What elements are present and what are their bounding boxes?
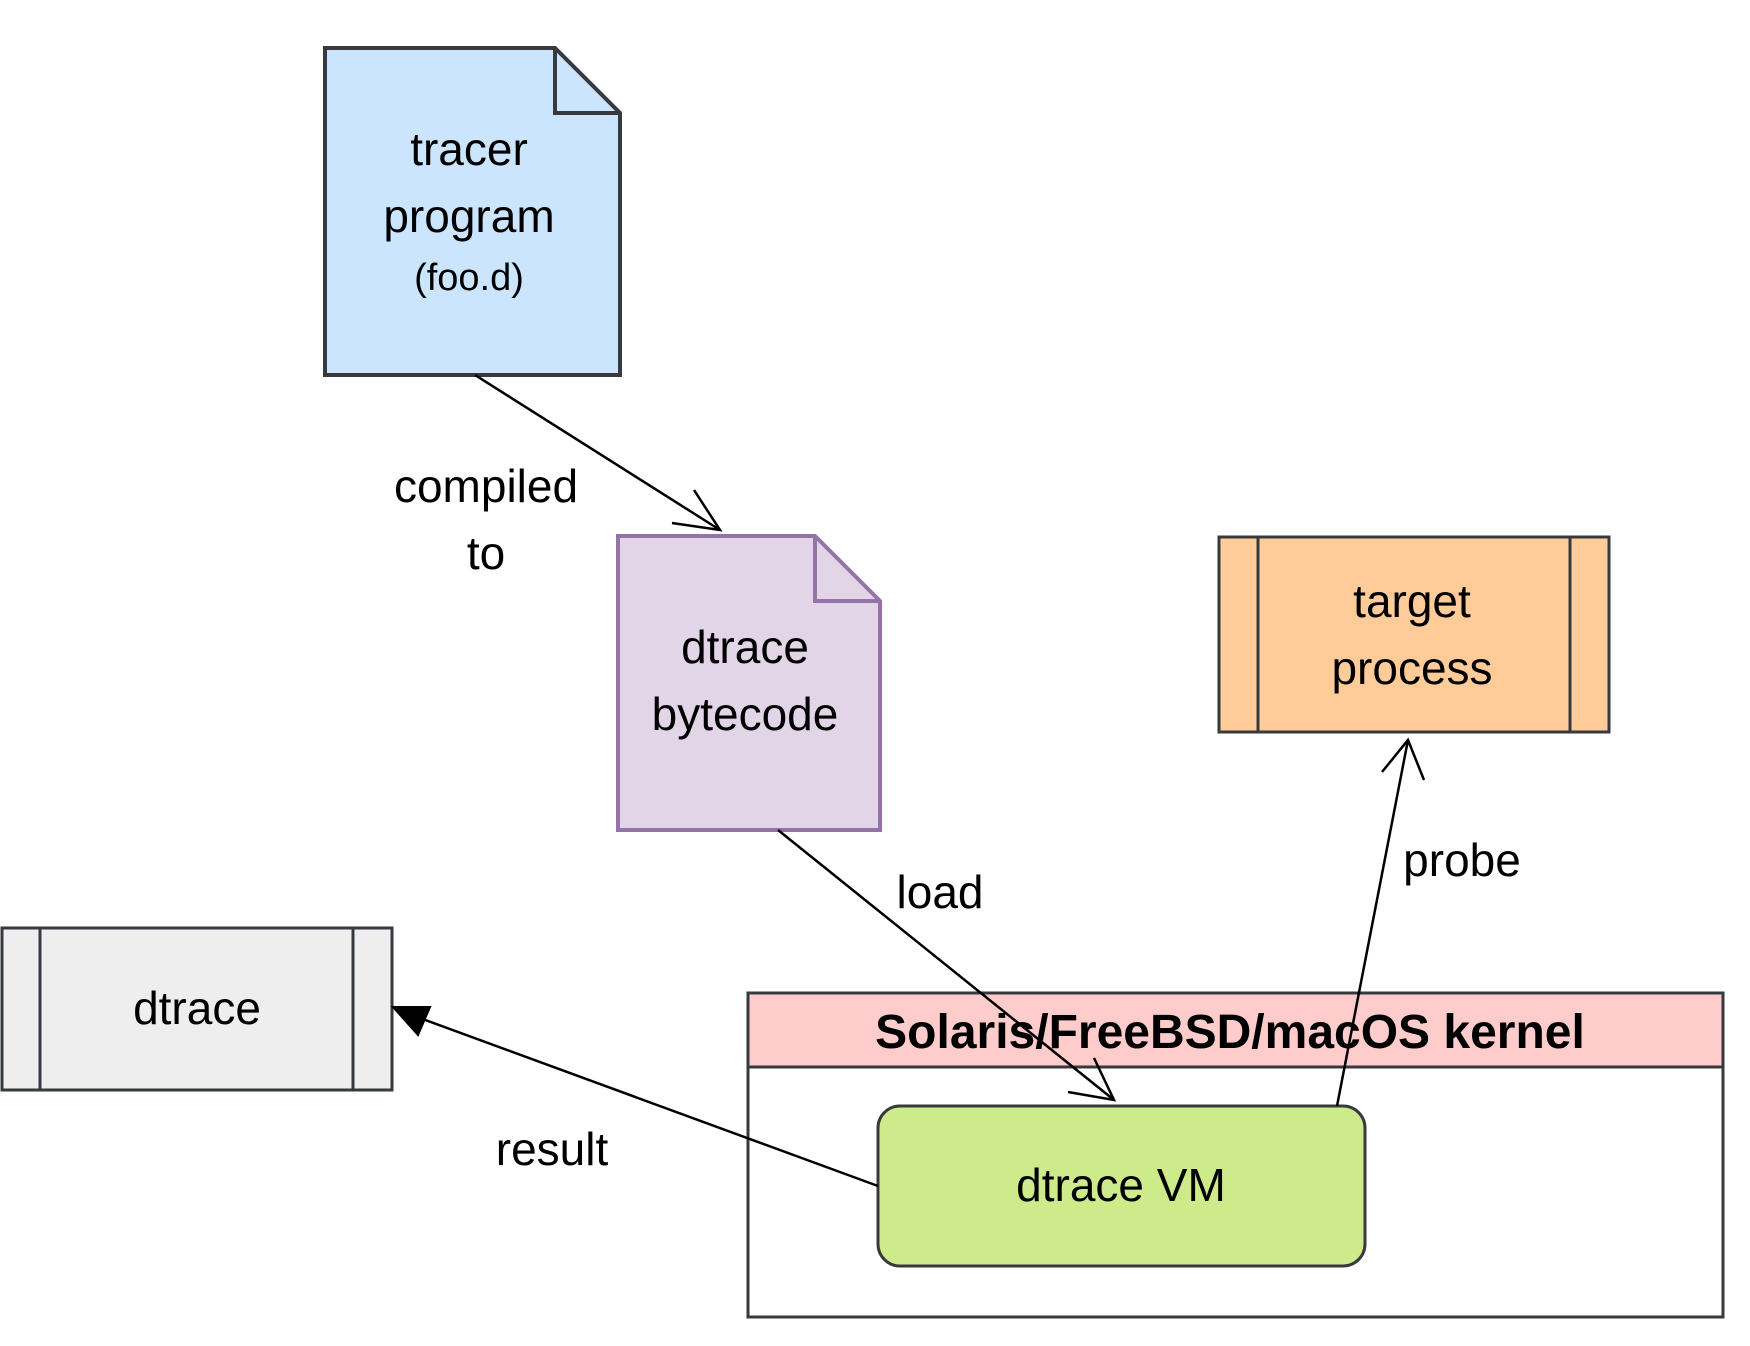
edge-result-label: result xyxy=(496,1123,609,1175)
dtrace-vm-label: dtrace VM xyxy=(1016,1159,1226,1211)
dtrace-node[interactable]: dtrace xyxy=(0,926,394,1092)
edge-probe-label: probe xyxy=(1403,834,1521,886)
dtrace-bytecode-shape xyxy=(616,534,882,832)
kernel-title: Solaris/FreeBSD/macOS kernel xyxy=(875,1006,1585,1059)
edge-load-arrowhead xyxy=(1067,1057,1117,1102)
dtrace-bytecode-fold xyxy=(813,536,880,603)
edge-compiled-to xyxy=(474,373,721,532)
edge-result xyxy=(397,1008,879,1188)
edge-compiled-to-arrowhead xyxy=(671,489,723,532)
dtrace-label: dtrace xyxy=(133,982,261,1034)
target-process-label-line2: process xyxy=(1331,642,1492,694)
edge-probe-arrowhead xyxy=(1381,737,1426,781)
dtrace-bytecode-node[interactable]: dtrace bytecode xyxy=(616,534,882,832)
edge-result-arrowhead xyxy=(390,1006,432,1037)
tracer-program-fold xyxy=(553,48,620,115)
target-process-node[interactable]: target process xyxy=(1217,535,1611,734)
edge-probe xyxy=(1335,739,1410,1107)
edge-compiled-label-line2: to xyxy=(467,527,505,579)
tracer-program-node[interactable]: tracer program (foo.d) xyxy=(323,46,622,377)
edges xyxy=(397,373,1426,1188)
dtrace-shape xyxy=(0,926,394,1092)
tracer-program-shape xyxy=(323,46,622,377)
kernel-header xyxy=(746,991,1725,1069)
target-process-label-line1: target xyxy=(1353,575,1471,627)
edge-compiled-label-line1: compiled xyxy=(394,460,578,512)
tracer-program-label-line1: tracer xyxy=(410,123,528,175)
dtrace-bytecode-label-line1: dtrace xyxy=(681,621,809,673)
dtrace-bytecode-label-line2: bytecode xyxy=(652,688,839,740)
tracer-program-label-line3: (foo.d) xyxy=(414,257,524,299)
edge-load xyxy=(777,829,1115,1101)
target-process-shape xyxy=(1217,535,1611,734)
dtrace-vm-node[interactable]: dtrace VM xyxy=(876,1104,1367,1268)
edge-load-label: load xyxy=(897,866,984,918)
tracer-program-label-line2: program xyxy=(383,190,554,242)
